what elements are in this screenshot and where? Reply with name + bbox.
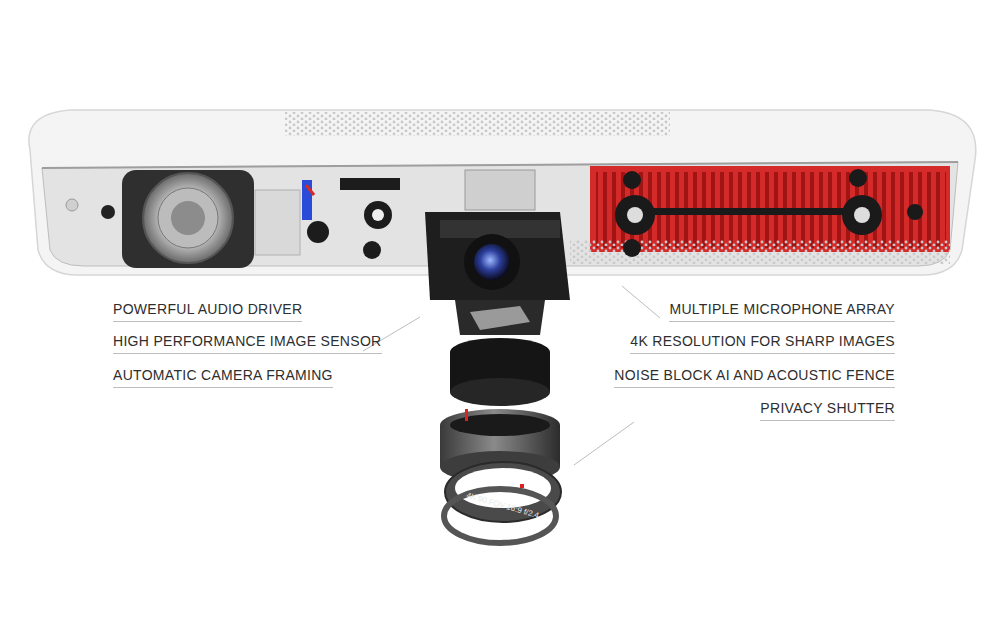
feature-label: NOISE BLOCK AI AND ACOUSTIC FENCE [614, 366, 895, 388]
feature-label: 4K RESOLUTION FOR SHARP IMAGES [630, 332, 895, 354]
feature-label: POWERFUL AUDIO DRIVER [113, 300, 302, 322]
heatsink [570, 166, 950, 264]
feature-label: HIGH PERFORMANCE IMAGE SENSOR [113, 332, 382, 354]
lens-stack [440, 338, 561, 543]
mounts-left [302, 178, 400, 259]
audio-driver [66, 170, 300, 268]
feature-label: AUTOMATIC CAMERA FRAMING [113, 366, 333, 388]
microphone-array [615, 169, 923, 257]
feature-label: MULTIPLE MICROPHONE ARRAY [669, 300, 895, 322]
camera-module [425, 170, 570, 335]
feature-label: PRIVACY SHUTTER [760, 399, 895, 421]
